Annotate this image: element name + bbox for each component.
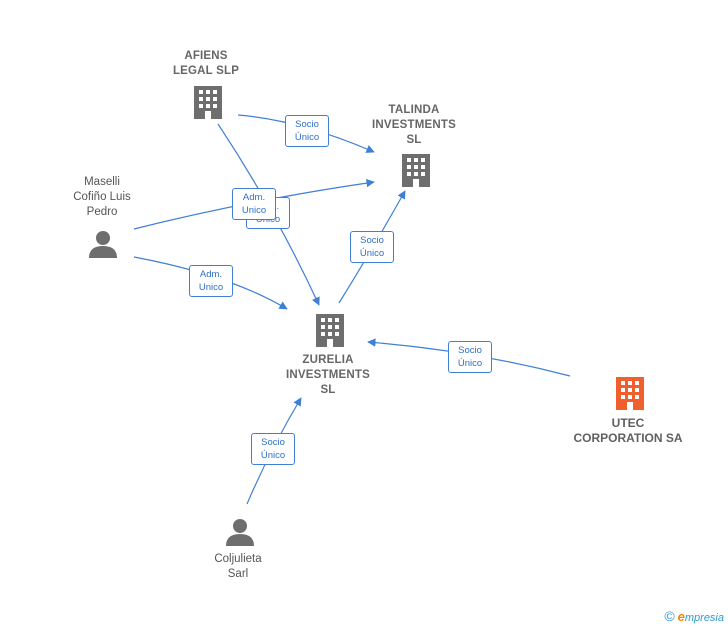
node-label-coljulieta: Coljulieta Sarl bbox=[196, 552, 280, 582]
edge-label-afiens-talinda[interactable]: Socio Único bbox=[285, 115, 329, 147]
edge-label-line: Socio bbox=[360, 235, 384, 246]
edge-label-line: Único bbox=[457, 358, 483, 369]
edge-label-line: Único bbox=[260, 450, 286, 461]
node-label-afiens: AFIENS LEGAL SLP bbox=[160, 49, 252, 79]
node-label-utec: UTEC CORPORATION SA bbox=[560, 416, 696, 446]
building-icon-main bbox=[616, 377, 644, 410]
node-label-line: LEGAL SLP bbox=[172, 65, 240, 77]
edge-label-line: Socio bbox=[458, 345, 482, 356]
node-label-line: CORPORATION SA bbox=[573, 431, 683, 445]
node-label-line: TALINDA bbox=[388, 104, 440, 116]
node-label-line: Coljulieta bbox=[214, 553, 262, 565]
brand-name: mpresia bbox=[684, 612, 724, 624]
edge-label-line: Único bbox=[294, 132, 320, 143]
edge-label-line: Socio bbox=[261, 437, 285, 448]
edge-label-line: Adm. bbox=[242, 192, 266, 203]
node-label-line: SL bbox=[406, 134, 422, 146]
edge-label-line: Socio bbox=[295, 119, 319, 130]
edge-label-maselli-talinda[interactable]: Adm. Unico bbox=[232, 188, 276, 220]
node-label-maselli: Maselli Cofiño Luis Pedro bbox=[56, 175, 148, 220]
building-icon bbox=[316, 314, 344, 347]
building-icon bbox=[194, 86, 222, 119]
node-label-line: Pedro bbox=[86, 206, 118, 218]
edge-label-maselli-zurelia[interactable]: Adm. Unico bbox=[189, 265, 233, 297]
node-label-line: SL bbox=[320, 384, 336, 396]
node-label-line: Cofiño Luis bbox=[73, 191, 131, 203]
brand-logo-e: e bbox=[677, 609, 685, 624]
edge-label-line: Adm. bbox=[199, 269, 223, 280]
person-icon bbox=[89, 231, 117, 258]
brand-footer: ©empresia bbox=[664, 608, 724, 624]
node-label-line: Sarl bbox=[227, 568, 249, 580]
edge-label-utec-zurelia[interactable]: Socio Único bbox=[448, 341, 492, 373]
building-icon bbox=[402, 154, 430, 187]
edge-label-line: Único bbox=[359, 248, 385, 259]
node-label-line: UTEC bbox=[611, 416, 645, 430]
node-label-line: ZURELIA bbox=[302, 354, 354, 366]
node-label-talinda: TALINDA INVESTMENTS SL bbox=[366, 103, 462, 148]
person-icon bbox=[226, 519, 254, 546]
edge-label-coljulieta-zurelia[interactable]: Socio Único bbox=[251, 433, 295, 465]
copyright-icon: © bbox=[664, 608, 675, 624]
edge-label-zurelia-talinda[interactable]: Socio Único bbox=[350, 231, 394, 263]
node-label-line: AFIENS bbox=[184, 50, 228, 62]
node-label-line: Maselli bbox=[84, 176, 120, 188]
edge-label-line: Unico bbox=[241, 205, 267, 216]
node-label-zurelia: ZURELIA INVESTMENTS SL bbox=[280, 353, 376, 398]
node-label-line: INVESTMENTS bbox=[286, 369, 370, 381]
node-label-line: INVESTMENTS bbox=[372, 119, 456, 131]
edge-label-line: Unico bbox=[198, 282, 224, 293]
